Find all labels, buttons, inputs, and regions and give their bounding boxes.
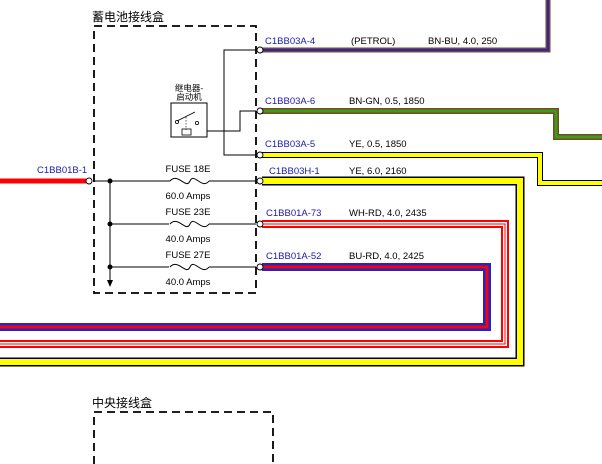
wire-spec-bn-gn: BN-GN, 0.5, 1850: [349, 96, 425, 107]
fuse-23e: [169, 218, 210, 230]
connector-pins: [85, 46, 264, 271]
central-junction-box-outline: [93, 411, 274, 464]
battery-junction-box-outline: [93, 25, 257, 294]
connector-c1bb03a-6: C1BB03A-6: [265, 96, 315, 107]
connector-c1bb01a-73: C1BB01A-73: [266, 208, 321, 219]
connector-c1bb03a-4: C1BB03A-4: [265, 36, 315, 47]
wire-wh-rd: [0, 220, 509, 348]
relay-switch-icon: [176, 111, 196, 122]
fuse-icon: [169, 263, 210, 271]
connector-c1bb01a-52: C1BB01A-52: [266, 251, 321, 262]
fuse-27e-rating: 40.0 Amps: [166, 277, 211, 288]
junction-dot: [107, 178, 113, 184]
fuse-23e-rating: 40.0 Amps: [166, 234, 211, 245]
wire-note-petrol: (PETROL): [351, 36, 395, 47]
wire-spec-bu-rd: BU-RD, 4.0, 2425: [349, 251, 424, 262]
fuse-icon: [169, 177, 210, 185]
fuse-23e-name: FUSE 23E: [166, 207, 211, 218]
ground-arrow-icon: [107, 272, 113, 287]
wire-bn-gn: [262, 108, 602, 140]
fuse-18e-name: FUSE 18E: [166, 164, 211, 175]
fuse-icon: [169, 220, 210, 228]
connector-c1bb03h-1: C1BB03H-1: [269, 166, 320, 177]
junction-dot: [107, 264, 113, 270]
central-junction-box-title: 中央接线盒: [92, 395, 152, 410]
fuse-27e: [169, 261, 210, 273]
wire-spec-ye-60: YE, 6.0, 2160: [349, 166, 407, 177]
wire-spec-bn-bu: BN-BU, 4.0, 250: [428, 36, 497, 47]
battery-junction-box-title: 蓄电池接线盒: [92, 9, 164, 24]
wire-ye-60: [0, 176, 525, 367]
relay-label-line1: 继电器-: [175, 83, 204, 93]
starter-relay: [170, 102, 208, 138]
connector-c1bb03a-5: C1BB03A-5: [265, 139, 315, 150]
relay-coil-icon: [181, 128, 192, 136]
wire-bu-rd: [0, 263, 491, 331]
fuse-18e-rating: 60.0 Amps: [166, 191, 211, 202]
wire-bn-bu: [262, 0, 551, 53]
connector-input-label: C1BB01B-1: [37, 165, 87, 176]
fuse-27e-name: FUSE 27E: [166, 250, 211, 261]
fuse-18e: [169, 175, 210, 187]
wire-spec-wh-rd: WH-RD, 4.0, 2435: [349, 208, 427, 219]
junction-dot: [107, 221, 113, 227]
relay-label-line2: 启动机: [176, 92, 202, 102]
wire-ye-05: [262, 152, 602, 186]
wire-spec-ye-05: YE, 0.5, 1850: [349, 139, 407, 150]
